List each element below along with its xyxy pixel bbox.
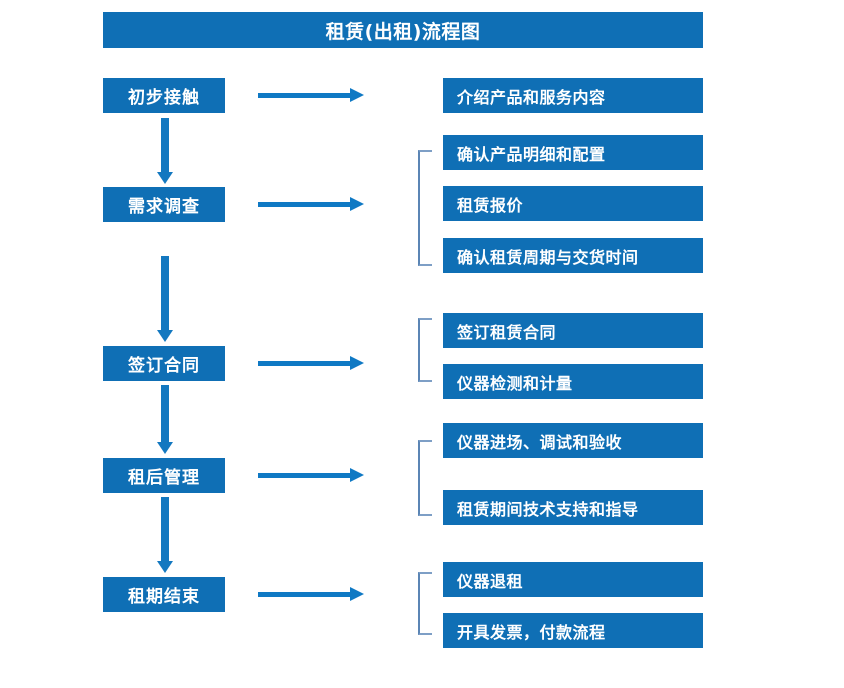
detail-box-technical-support[interactable]: 租赁期间技术支持和指导 bbox=[443, 490, 703, 525]
detail-box-instrument-delivery-commissioning[interactable]: 仪器进场、调试和验收 bbox=[443, 423, 703, 458]
stage-box-post-rental-management[interactable]: 租后管理 bbox=[103, 458, 225, 493]
stage-box-sign-contract[interactable]: 签订合同 bbox=[103, 346, 225, 381]
stage-box-lease-end[interactable]: 租期结束 bbox=[103, 577, 225, 612]
group-bracket-post-rental bbox=[418, 440, 432, 516]
down-arrow-icon-1 bbox=[157, 118, 173, 184]
down-arrow-icon-3 bbox=[157, 385, 173, 454]
right-arrow-icon-2 bbox=[258, 197, 364, 211]
group-bracket-lease-end bbox=[418, 572, 432, 635]
detail-box-confirm-period-delivery[interactable]: 确认租赁周期与交货时间 bbox=[443, 238, 703, 273]
detail-box-confirm-spec[interactable]: 确认产品明细和配置 bbox=[443, 135, 703, 170]
detail-box-invoice-payment[interactable]: 开具发票，付款流程 bbox=[443, 613, 703, 648]
detail-box-instrument-return[interactable]: 仪器退租 bbox=[443, 562, 703, 597]
down-arrow-icon-4 bbox=[157, 497, 173, 573]
right-arrow-icon-4 bbox=[258, 468, 364, 482]
detail-box-sign-rental-contract[interactable]: 签订租赁合同 bbox=[443, 313, 703, 348]
right-arrow-icon-5 bbox=[258, 587, 364, 601]
down-arrow-icon-2 bbox=[157, 256, 173, 342]
stage-box-initial-contact[interactable]: 初步接触 bbox=[103, 78, 225, 113]
right-arrow-icon-3 bbox=[258, 356, 364, 370]
right-arrow-icon-1 bbox=[258, 88, 364, 102]
diagram-title: 租赁(出租)流程图 bbox=[103, 12, 703, 48]
detail-box-instrument-inspection[interactable]: 仪器检测和计量 bbox=[443, 364, 703, 399]
detail-box-intro-products[interactable]: 介绍产品和服务内容 bbox=[443, 78, 703, 113]
stage-box-needs-survey[interactable]: 需求调查 bbox=[103, 187, 225, 222]
group-bracket-needs-survey bbox=[418, 150, 432, 266]
group-bracket-sign-contract bbox=[418, 318, 432, 382]
detail-box-rental-quote[interactable]: 租赁报价 bbox=[443, 186, 703, 221]
